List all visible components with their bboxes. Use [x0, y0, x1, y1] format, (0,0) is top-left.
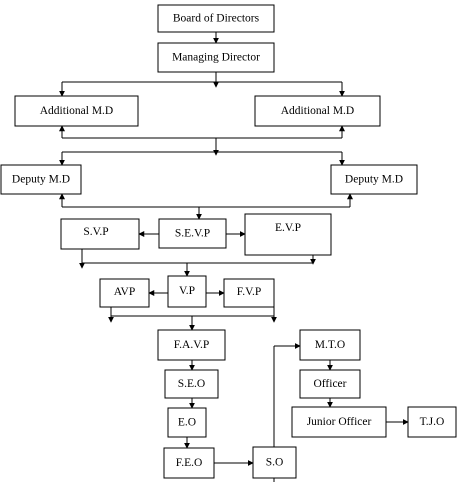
- node-label: Additional M.D: [40, 105, 113, 117]
- node-board-of-directors: Board of Directors: [157, 4, 275, 33]
- node-label: S.E.O: [178, 378, 205, 390]
- node-eo: E.O: [167, 407, 207, 438]
- node-avp: AVP: [99, 278, 150, 308]
- node-label: T.J.O: [420, 416, 445, 428]
- node-label: V.P: [179, 285, 195, 297]
- node-label: S.E.V.P: [175, 228, 210, 240]
- node-label: S.V.P: [83, 226, 108, 238]
- node-favp: F.A.V.P: [157, 329, 226, 361]
- node-evp: E.V.P: [244, 213, 332, 256]
- node-seo: S.E.O: [164, 369, 219, 399]
- node-label: F.V.P: [237, 286, 261, 298]
- node-label: Deputy M.D: [345, 174, 403, 186]
- node-label: F.A.V.P: [174, 339, 210, 351]
- node-label: E.V.P: [275, 222, 301, 234]
- node-label: S.O: [266, 457, 284, 469]
- node-additional-md-right: Additional M.D: [254, 95, 381, 127]
- node-junior-officer: Junior Officer: [291, 406, 387, 438]
- node-label: E.O: [178, 417, 196, 429]
- node-label: Officer: [314, 378, 347, 390]
- node-so: S.O: [252, 446, 297, 479]
- node-label: Managing Director: [172, 52, 260, 64]
- node-fvp: F.V.P: [223, 278, 275, 308]
- node-tjo: T.J.O: [407, 406, 457, 438]
- connectors: [59, 32, 409, 482]
- node-label: Deputy M.D: [12, 174, 70, 186]
- node-sevp: S.E.V.P: [158, 218, 227, 249]
- node-mto: M.T.O: [299, 329, 361, 361]
- node-additional-md-left: Additional M.D: [14, 95, 139, 127]
- node-svp: S.V.P: [60, 218, 140, 250]
- node-label: Junior Officer: [307, 416, 372, 428]
- node-vp: V.P: [167, 275, 207, 308]
- node-label: F.E.O: [176, 457, 203, 469]
- node-label: Board of Directors: [173, 13, 260, 25]
- node-feo: F.E.O: [163, 447, 215, 479]
- node-officer: Officer: [299, 369, 361, 399]
- node-label: Additional M.D: [281, 105, 354, 117]
- node-deputy-md-right: Deputy M.D: [330, 164, 418, 195]
- node-managing-director: Managing Director: [157, 42, 275, 73]
- node-deputy-md-left: Deputy M.D: [0, 164, 82, 195]
- node-label: AVP: [114, 286, 136, 298]
- node-label: M.T.O: [315, 339, 345, 351]
